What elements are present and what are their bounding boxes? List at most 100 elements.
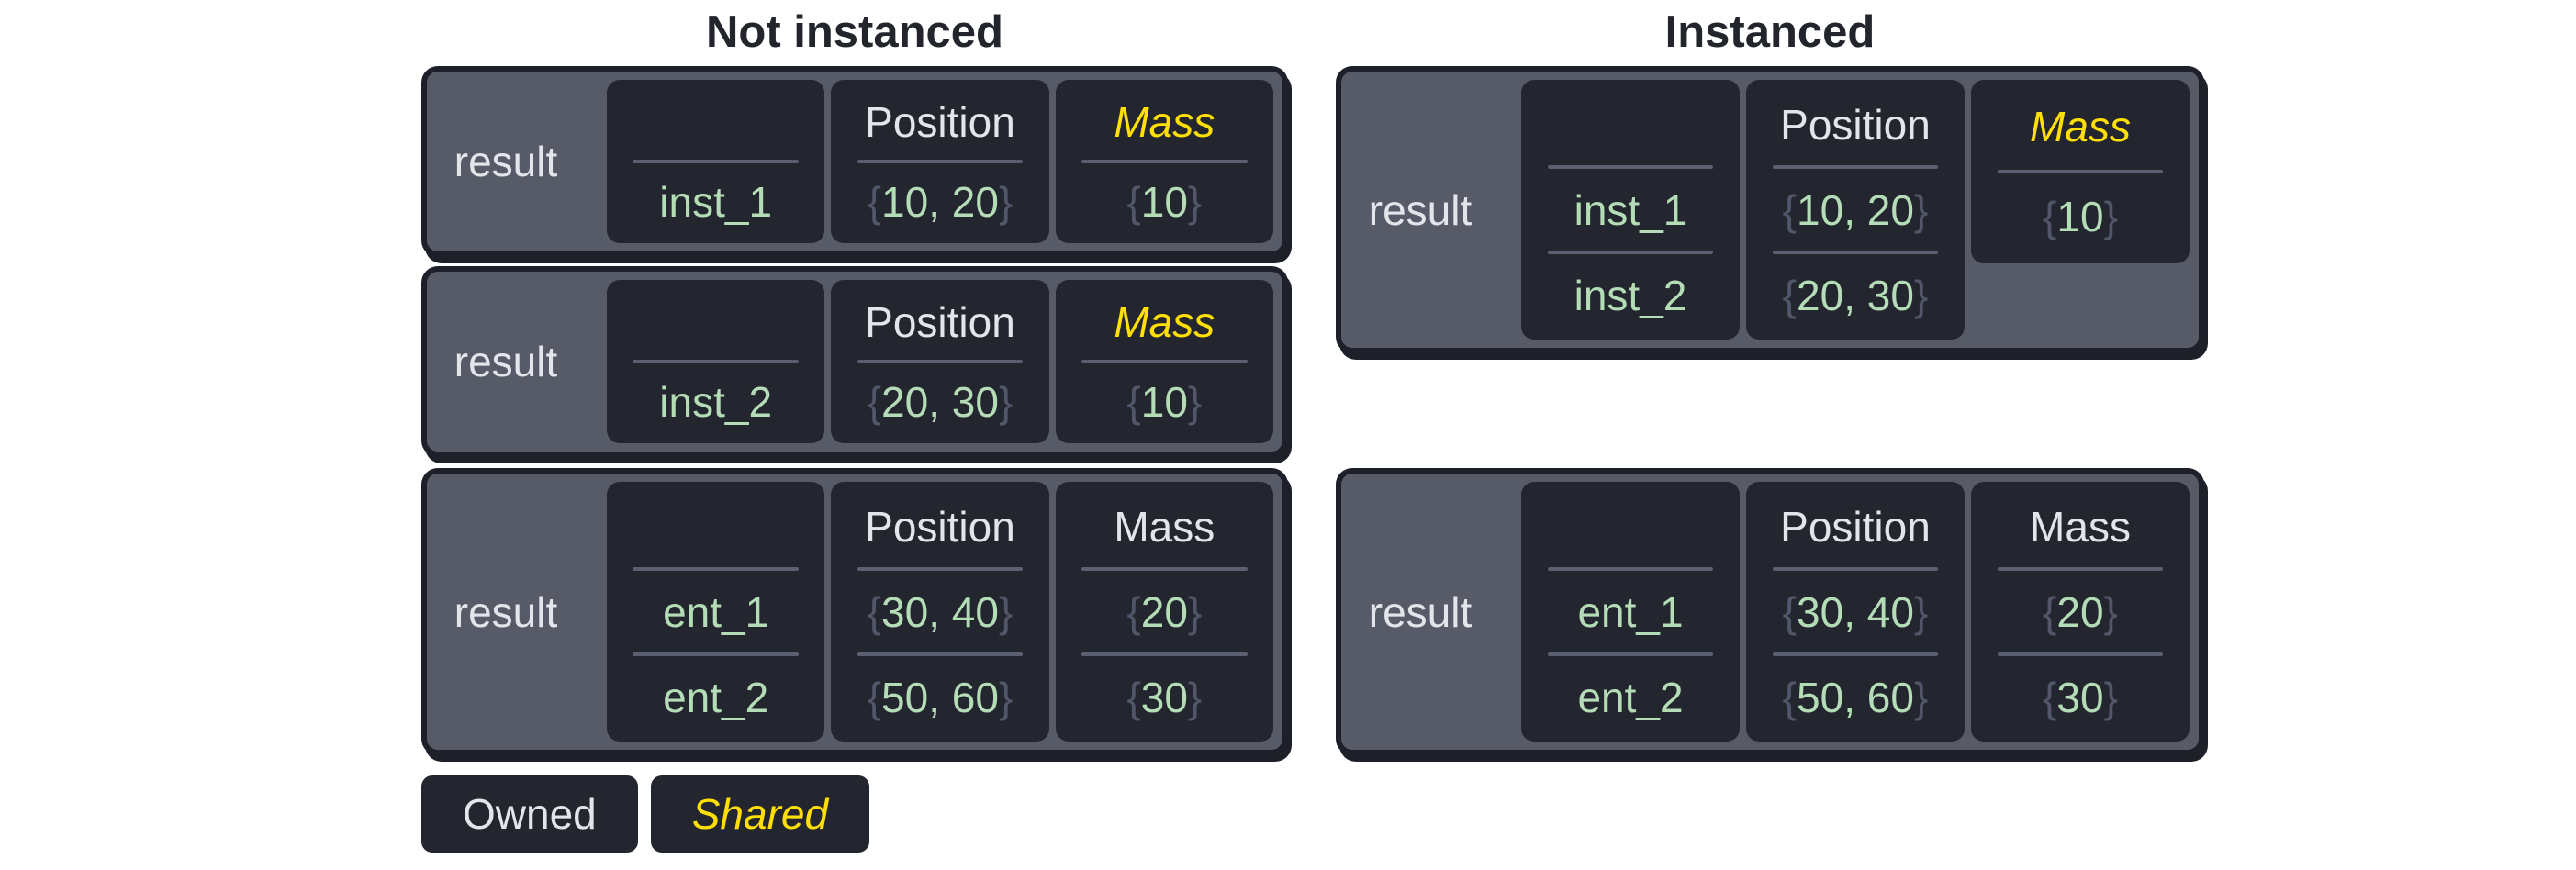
value-text: 30, 40 [881, 587, 999, 636]
value-text: 20, 30 [1797, 271, 1914, 319]
close-brace: } [2103, 587, 2118, 636]
separator-line [1772, 567, 1939, 571]
group-title-instanced: Instanced [1664, 7, 1876, 57]
close-brace: } [998, 377, 1014, 426]
separator-line [857, 360, 1024, 363]
cell-value: {20} [2043, 587, 2118, 637]
value-text: 20 [2056, 587, 2104, 636]
separator-line [1081, 567, 1248, 571]
close-brace: } [1187, 177, 1203, 226]
cell-value: inst_1 [1574, 185, 1687, 234]
component-column-entity: ent_1 ent_2 [607, 482, 825, 742]
cell-value: {30} [2043, 673, 2118, 722]
cell-value: {30, 40} [868, 587, 1014, 637]
close-brace: } [2103, 193, 2118, 240]
value-text: 10, 20 [1797, 185, 1914, 234]
result-label: result [454, 338, 558, 385]
column-header: Position [865, 297, 1015, 346]
open-brace: { [867, 673, 882, 721]
value-text: 20 [1140, 587, 1188, 636]
separator-line [633, 160, 799, 163]
cell-value: {50, 60} [868, 673, 1014, 722]
column-header: Mass [1114, 297, 1215, 346]
component-column-mass: Mass {10} [1055, 80, 1273, 243]
separator-line [633, 360, 799, 363]
separator-line [1547, 165, 1714, 169]
legend-item-owned: Owned [421, 775, 638, 853]
group-title-not-instanced: Not instanced [706, 7, 1003, 57]
value-text: 20, 30 [881, 377, 999, 426]
separator-line [1547, 251, 1714, 254]
column-header: Mass [1114, 502, 1215, 551]
separator-line [1081, 652, 1248, 656]
cell-value: {30, 40} [1783, 587, 1929, 637]
cell-value: ent_2 [663, 673, 769, 721]
column-header: Mass [1114, 97, 1215, 146]
value-text: 50, 60 [1797, 673, 1914, 721]
column-header: Position [1780, 100, 1931, 149]
cell-value: {20, 30} [1783, 271, 1929, 320]
open-brace: { [1782, 185, 1798, 234]
separator-line [1081, 160, 1248, 163]
close-brace: } [2103, 673, 2118, 721]
cell-value: inst_1 [659, 177, 773, 226]
result-label: result [1368, 185, 1473, 234]
value-text: 10 [1140, 377, 1188, 426]
value-text: 10 [2056, 193, 2104, 240]
separator-line [1997, 170, 2164, 173]
value-text: 30 [2056, 673, 2104, 721]
component-column-mass: Mass{20}{30} [1971, 482, 2190, 742]
separator-line [633, 567, 799, 571]
component-column-mass: Mass {10} [1971, 80, 2190, 263]
result-label: result [454, 138, 558, 185]
column-header: Mass [2030, 502, 2131, 551]
component-column-position: Position {20, 30} [831, 280, 1049, 443]
open-brace: { [1126, 587, 1141, 636]
component-column-mass: Mass{10} [1055, 280, 1273, 443]
separator-line [1081, 360, 1248, 363]
cell-value: {20} [1126, 587, 1202, 637]
cell-value: {10} [1126, 177, 1202, 227]
result-label: result [454, 587, 558, 636]
component-column-entity: inst_1 [607, 80, 825, 243]
open-brace: { [867, 587, 882, 636]
separator-line [1547, 567, 1714, 571]
separator-line [857, 652, 1024, 656]
column-header: Mass [2030, 103, 2131, 151]
close-brace: } [1187, 587, 1203, 636]
separator-line [1547, 652, 1714, 656]
close-brace: } [1187, 377, 1203, 426]
component-column-position: Position{30, 40}{50, 60} [831, 482, 1049, 742]
cell-value: {10} [2043, 192, 2118, 241]
cell-value: ent_2 [1577, 673, 1684, 721]
component-column-position: Position{30, 40}{50, 60} [1746, 482, 1965, 742]
separator-line [1772, 652, 1939, 656]
cell-value: ent_1 [663, 587, 769, 636]
cell-value: {30} [1126, 673, 1202, 722]
component-column-position: Position{10, 20}{20, 30} [1746, 80, 1965, 340]
open-brace: { [1126, 673, 1141, 721]
value-text: 10, 20 [881, 177, 999, 226]
separator-line [857, 160, 1024, 163]
value-text: 10 [1140, 177, 1188, 226]
close-brace: } [998, 673, 1014, 721]
open-brace: { [2043, 193, 2057, 240]
open-brace: { [2043, 673, 2057, 721]
cell-value: {20, 30} [868, 377, 1014, 427]
result-label: result [1368, 587, 1473, 636]
legend-item-shared: Shared [650, 775, 870, 853]
